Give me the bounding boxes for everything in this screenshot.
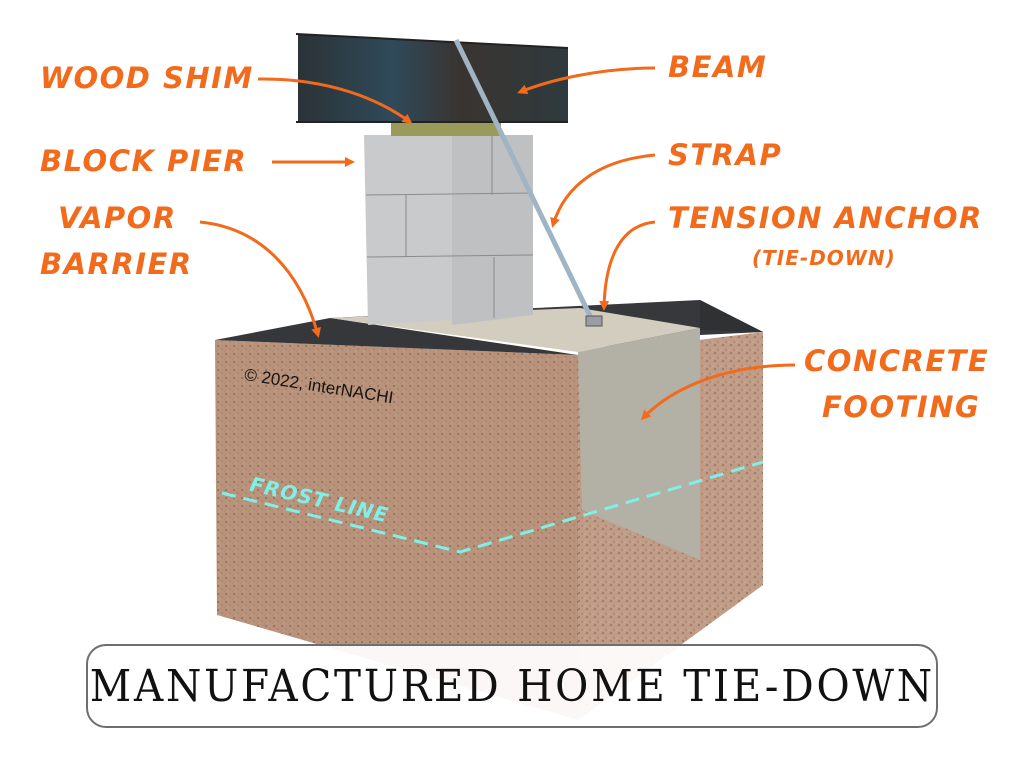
label-tension-anchor: TENSION ANCHOR: [668, 201, 983, 235]
leader-arrows: [199, 66, 796, 421]
label-block-pier: BLOCK PIER: [40, 144, 248, 178]
label-wood-shim: WOOD SHIM: [40, 61, 254, 95]
label-strap: STRAP: [668, 138, 783, 172]
diagram-title: MANUFACTURED HOME TIE-DOWN: [89, 660, 935, 712]
block-pier: [364, 135, 534, 325]
wood-shim: [391, 123, 501, 136]
label-concrete-footing-line2: FOOTING: [822, 390, 981, 424]
label-vapor-barrier-line2: BARRIER: [40, 247, 193, 281]
steel-beam: [295, 33, 569, 123]
tension-anchor: [585, 315, 603, 327]
title-banner: MANUFACTURED HOME TIE-DOWN: [86, 644, 938, 728]
label-tension-anchor-sub: (TIE-DOWN): [752, 246, 896, 270]
label-vapor-barrier-line1: VAPOR: [58, 201, 177, 235]
label-beam: BEAM: [668, 50, 768, 84]
label-concrete-footing-line1: CONCRETE: [804, 344, 990, 378]
frost-line: [221, 460, 764, 554]
steel-strap: [453, 38, 596, 324]
